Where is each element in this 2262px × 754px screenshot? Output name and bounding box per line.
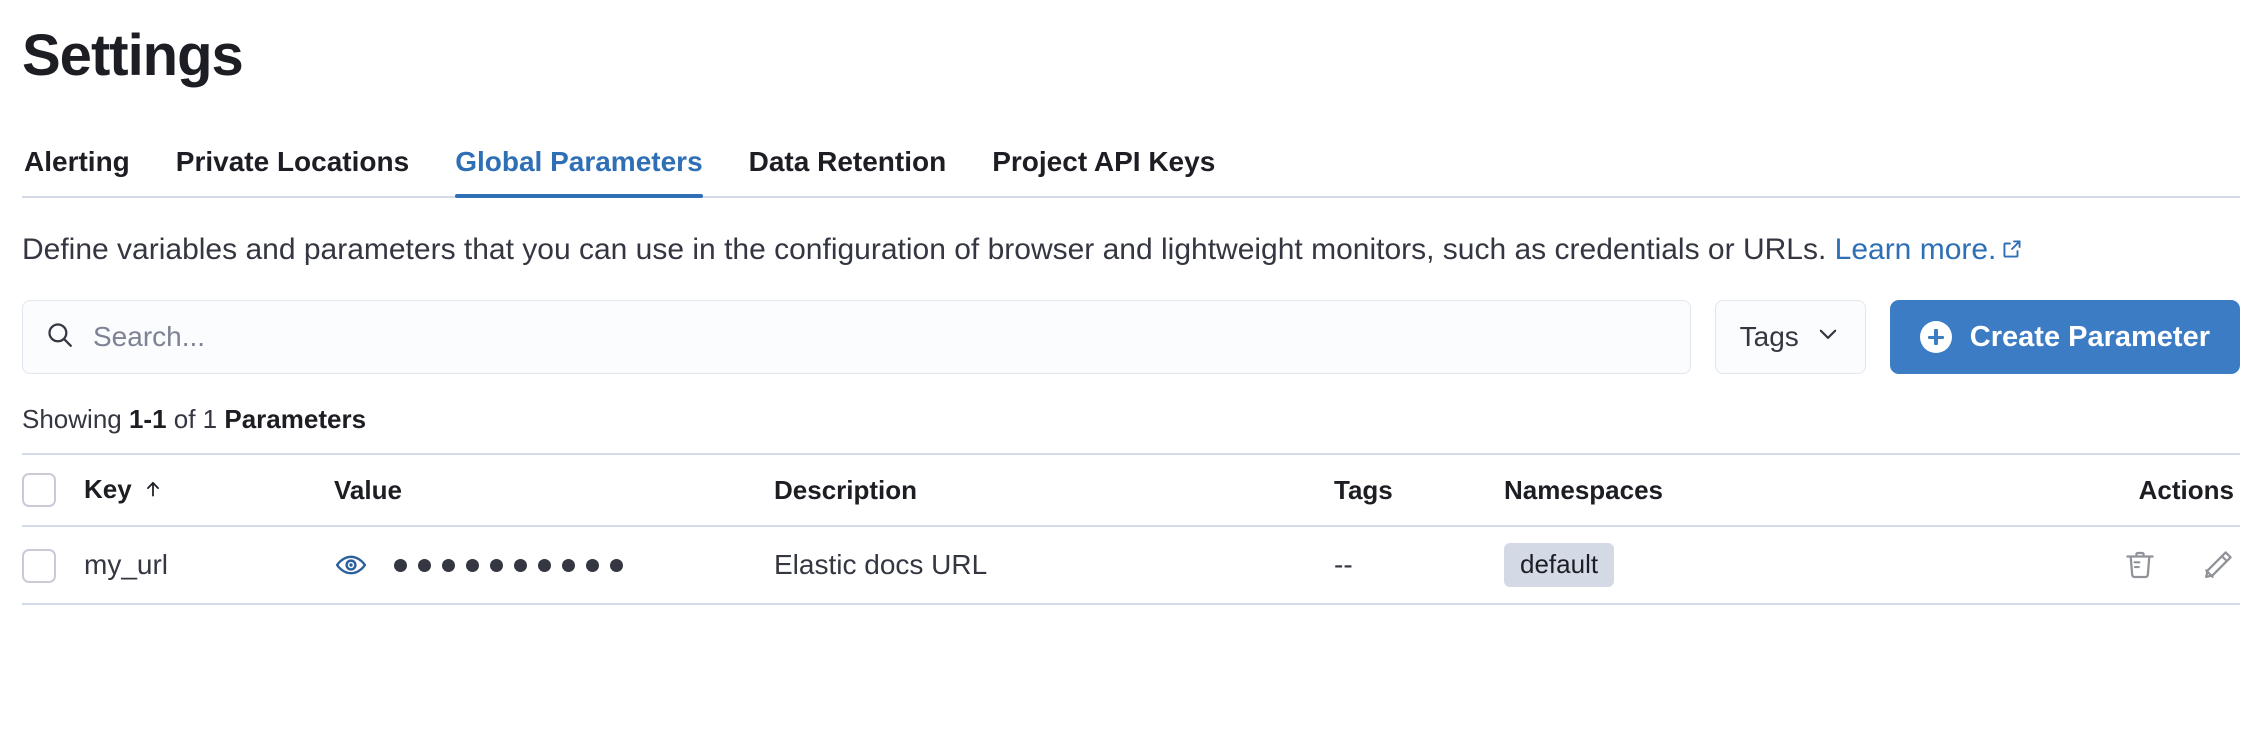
create-parameter-label: Create Parameter: [1969, 320, 2210, 353]
column-header-namespaces: Namespaces: [1504, 474, 1663, 505]
trash-icon[interactable]: [2122, 547, 2158, 583]
showing-entity: Parameters: [224, 404, 367, 435]
column-header-key-label: Key: [84, 473, 132, 504]
cell-namespaces: default: [1504, 526, 1984, 604]
column-header-value: Value: [334, 474, 402, 505]
tab-alerting[interactable]: Alerting: [24, 145, 130, 177]
search-icon: [45, 320, 75, 355]
tab-private-locations[interactable]: Private Locations: [175, 145, 410, 177]
pencil-icon[interactable]: [2200, 547, 2236, 583]
chevron-down-icon: [1815, 321, 1841, 354]
column-header-tags: Tags: [1334, 474, 1393, 505]
select-all-checkbox[interactable]: [22, 473, 56, 508]
column-header-actions: Actions: [2138, 474, 2234, 505]
page-description: Define variables and parameters that you…: [22, 228, 2238, 273]
table-header-row: Key Value Description Tags Namespaces Ac…: [22, 454, 2240, 527]
table-row: my_url Elastic docs URL: [22, 526, 2240, 605]
eye-icon[interactable]: [334, 548, 368, 582]
external-link-icon: [2001, 229, 2023, 273]
create-parameter-button[interactable]: Create Parameter: [1889, 300, 2240, 375]
parameters-table: Key Value Description Tags Namespaces Ac…: [22, 453, 2240, 605]
search-box[interactable]: [22, 300, 1691, 375]
namespace-badge: default: [1504, 543, 1615, 588]
row-checkbox[interactable]: [22, 548, 56, 583]
toolbar: Tags Create Parameter: [22, 300, 2240, 375]
tags-filter-label: Tags: [1739, 321, 1799, 353]
showing-prefix: Showing: [22, 404, 129, 435]
page-title: Settings: [22, 23, 244, 88]
table-body: my_url Elastic docs URL: [22, 526, 2240, 605]
row-select-cell: [22, 526, 84, 604]
tab-global-parameters[interactable]: Global Parameters: [455, 147, 704, 198]
masked-value-dots: [394, 558, 623, 572]
plus-circle-icon: [1919, 321, 1952, 354]
tab-project-api-keys[interactable]: Project API Keys: [992, 145, 1216, 177]
cell-value: [334, 526, 774, 604]
column-header-description: Description: [774, 474, 918, 505]
sort-ascending-arrow-icon: [142, 476, 164, 507]
learn-more-label: Learn more.: [1834, 232, 1997, 266]
column-header-key[interactable]: Key: [84, 454, 334, 526]
search-input[interactable]: [93, 301, 1668, 374]
cell-key: my_url: [84, 549, 169, 581]
tags-filter-button[interactable]: Tags: [1714, 300, 1866, 375]
showing-range: 1-1: [128, 404, 167, 435]
settings-tabs: Alerting Private Locations Global Parame…: [22, 136, 2240, 198]
column-header-select: [22, 454, 84, 526]
cell-tags: --: [1334, 549, 1353, 581]
description-text: Define variables and parameters that you…: [22, 232, 1827, 266]
cell-actions: [1984, 526, 2240, 604]
learn-more-link[interactable]: Learn more.: [1835, 233, 2024, 266]
results-count: Showing 1-1 of 1 Parameters: [22, 404, 2240, 435]
tab-data-retention[interactable]: Data Retention: [748, 145, 947, 177]
cell-description: Elastic docs URL: [774, 549, 988, 581]
showing-of: of 1: [166, 404, 225, 435]
table-head: Key Value Description Tags Namespaces Ac…: [22, 454, 2240, 527]
